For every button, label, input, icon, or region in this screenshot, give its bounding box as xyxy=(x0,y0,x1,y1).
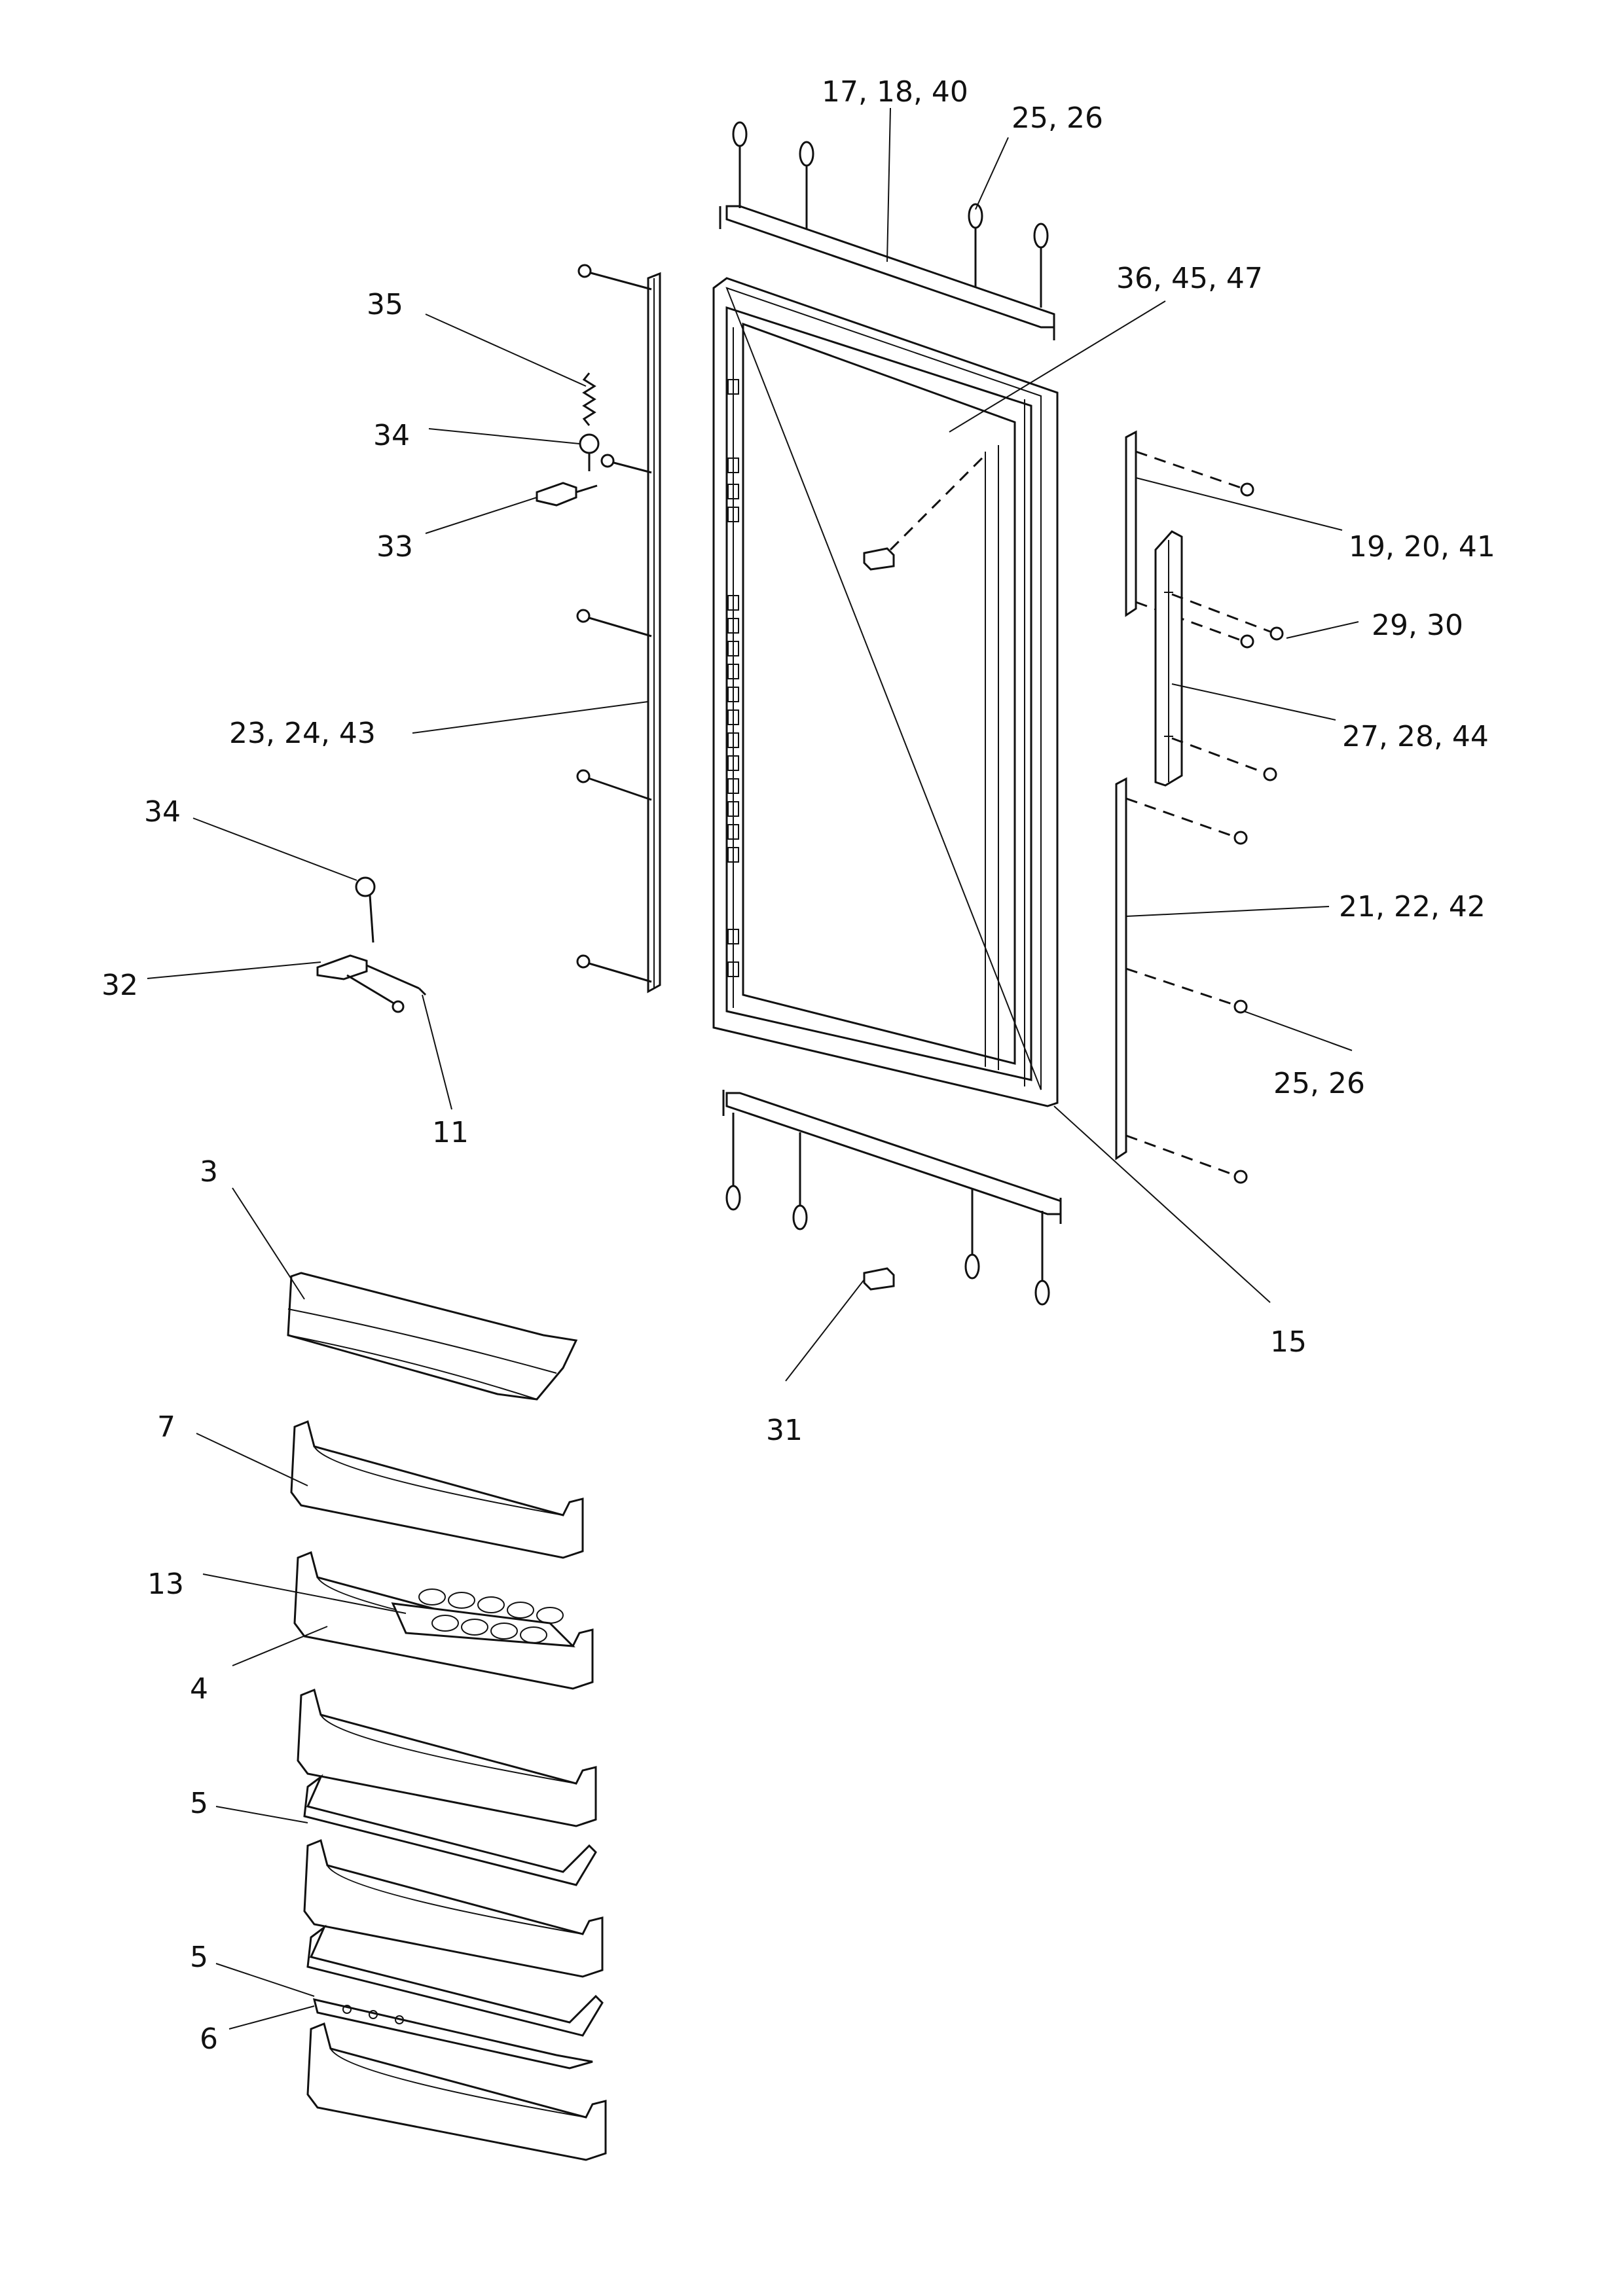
callout-7: 7 xyxy=(157,1410,175,1444)
callout-25-26-bottom: 25, 26 xyxy=(1273,1067,1365,1100)
right-upper-strip xyxy=(1125,430,1137,617)
spring-assembly xyxy=(536,372,600,507)
leader-lines xyxy=(147,107,1359,2030)
callout-13: 13 xyxy=(147,1568,184,1601)
tray-3 xyxy=(287,1272,578,1401)
lower-hinge-assembly xyxy=(316,876,427,1013)
right-handle xyxy=(1154,530,1183,787)
bottom-screws xyxy=(725,1113,1050,1306)
callout-25-26-top: 25, 26 xyxy=(1012,101,1103,135)
bottom-clip xyxy=(863,1267,895,1291)
door-frame xyxy=(712,277,1059,1107)
callout-32: 32 xyxy=(101,969,138,1002)
callout-36-45-47: 36, 45, 47 xyxy=(1116,262,1263,295)
callout-5-a: 5 xyxy=(190,1787,208,1820)
right-lower-strip xyxy=(1115,777,1127,1160)
egg-holder-13 xyxy=(391,1588,575,1647)
top-screws xyxy=(732,121,1049,308)
callout-33: 33 xyxy=(376,530,413,564)
callout-23-24-43: 23, 24, 43 xyxy=(229,717,376,750)
callout-5-b: 5 xyxy=(190,1941,208,1974)
callout-34-bottom: 34 xyxy=(144,795,181,829)
right-handle-screws xyxy=(1171,593,1284,781)
callout-labels: 17, 18, 40 25, 26 36, 45, 47 35 34 33 19… xyxy=(101,75,1495,2056)
callout-34-top: 34 xyxy=(373,419,410,452)
right-lower-screws xyxy=(1125,797,1248,1184)
callout-19-20-41: 19, 20, 41 xyxy=(1349,530,1495,564)
tray-7 xyxy=(290,1420,584,1559)
callout-3: 3 xyxy=(200,1155,218,1189)
callout-17-18-40: 17, 18, 40 xyxy=(822,75,968,109)
rail-5b xyxy=(306,1924,604,2037)
rail-5a xyxy=(303,1774,597,1886)
bottom-hinge-bar xyxy=(722,1090,1062,1224)
callout-21-22-42: 21, 22, 42 xyxy=(1339,890,1486,924)
callout-6: 6 xyxy=(200,2022,218,2056)
callout-35: 35 xyxy=(367,288,403,321)
handle-clip xyxy=(863,547,895,571)
callout-29-30: 29, 30 xyxy=(1372,609,1463,642)
callout-11: 11 xyxy=(432,1116,469,1149)
left-screws xyxy=(576,264,652,983)
left-trim-strip xyxy=(647,272,661,994)
callout-4: 4 xyxy=(190,1672,208,1706)
callout-27-28-44: 27, 28, 44 xyxy=(1342,720,1489,753)
rail-6 xyxy=(312,1998,593,2070)
tray-4b xyxy=(297,1688,597,1827)
tray-bottom xyxy=(306,2022,607,2161)
callout-31: 31 xyxy=(766,1414,803,1447)
right-upper-screws xyxy=(1135,450,1254,649)
tray-5 xyxy=(303,1839,604,1978)
callout-15: 15 xyxy=(1270,1325,1307,1359)
